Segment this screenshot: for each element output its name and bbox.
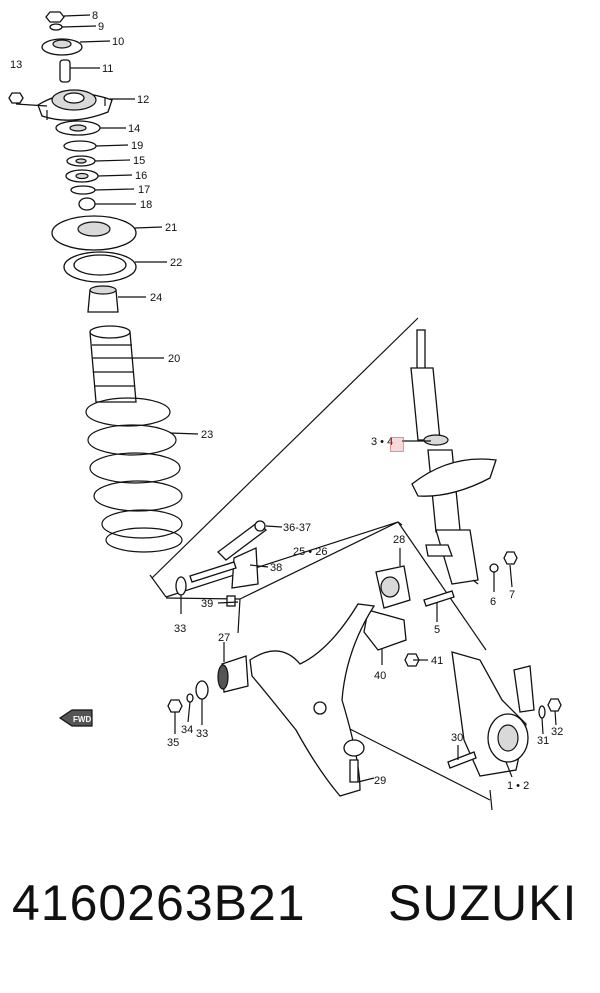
callout-31: 31 <box>537 735 549 747</box>
callout-1-2: 1 • 2 <box>507 780 529 792</box>
callout-23: 23 <box>201 429 213 441</box>
callout-22: 22 <box>170 257 182 269</box>
callout-5: 5 <box>434 624 440 636</box>
callout-35: 35 <box>167 737 179 749</box>
callout-20: 20 <box>168 353 180 365</box>
callout-32: 32 <box>551 726 563 738</box>
callout-11: 11 <box>102 63 113 75</box>
callout-13: 13 <box>10 59 22 71</box>
brand-name: SUZUKI <box>388 875 578 931</box>
callout-17: 17 <box>138 184 150 196</box>
callout-10: 10 <box>112 36 124 48</box>
callout-12: 12 <box>137 94 149 106</box>
part-number: 4160263B21 <box>12 875 306 931</box>
callout-7: 7 <box>509 589 515 601</box>
callout-30: 30 <box>451 732 463 744</box>
callout-36-37: 36-37 <box>283 522 311 534</box>
callout-38: 38 <box>270 562 282 574</box>
callout-34: 34 <box>181 724 193 736</box>
suspension-exploded-diagram: 8 9 10 11 12 13 14 19 15 16 17 18 21 22 … <box>8 10 563 811</box>
callout-28: 28 <box>393 534 405 546</box>
callout-6: 6 <box>490 596 496 608</box>
fwd-label: FWD <box>73 715 91 724</box>
callout-labels: 8 9 10 11 12 13 14 19 15 16 17 18 21 22 … <box>10 10 563 792</box>
callout-29: 29 <box>374 775 386 787</box>
callout-15: 15 <box>133 155 145 167</box>
callout-33-lower: 33 <box>196 728 208 740</box>
callout-14: 14 <box>128 123 140 135</box>
callout-41: 41 <box>431 655 443 667</box>
strut-mount-stack <box>8 11 199 553</box>
callout-27: 27 <box>218 632 230 644</box>
callout-25-26: 25 • 26 <box>293 546 327 558</box>
strut-panel <box>149 317 518 651</box>
callout-33-upper: 33 <box>174 623 186 635</box>
callout-3-4: 3 • 4 <box>371 436 393 448</box>
direction-arrow-icon <box>58 709 93 727</box>
callout-8: 8 <box>92 10 98 22</box>
control-arm-panel <box>58 520 562 811</box>
callout-39: 39 <box>201 598 213 610</box>
callout-18: 18 <box>140 199 152 211</box>
callout-40: 40 <box>374 670 386 682</box>
callout-16: 16 <box>135 170 147 182</box>
callout-19: 19 <box>131 140 143 152</box>
callout-21: 21 <box>165 222 177 234</box>
callout-9: 9 <box>98 21 104 33</box>
callout-24: 24 <box>150 292 162 304</box>
highlight-marker <box>390 437 404 452</box>
